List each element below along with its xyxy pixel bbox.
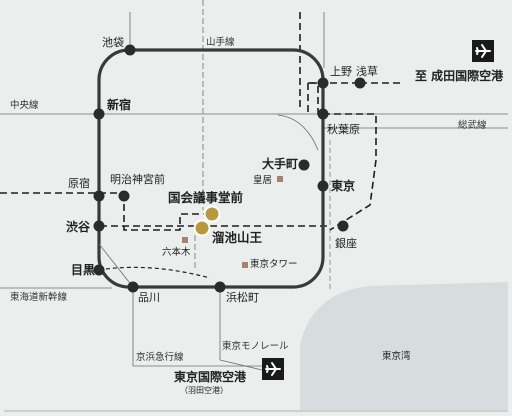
station-meguro [93, 264, 105, 276]
label-sobu-line: 総武線 [458, 120, 487, 131]
dashed-line-east [310, 82, 377, 231]
dashed-line-ueno-asakusa [307, 82, 360, 112]
label-tokaido-shinkansen: 東海道新幹線 [10, 292, 68, 303]
yamanote-loop [97, 48, 325, 289]
label-ueno: 上野 [330, 65, 352, 78]
label-tokyo-tower: 東京タワー [250, 259, 298, 270]
station-kokkai-gijidomae [203, 205, 221, 223]
label-narita-airport: 至 成田国際空港 [415, 69, 504, 83]
label-harajuku: 原宿 [68, 177, 90, 190]
label-shinjuku: 新宿 [107, 98, 132, 112]
station-otemachi [298, 159, 310, 171]
label-ginza: 銀座 [335, 237, 357, 250]
label-roppongi: 六本木 [162, 247, 191, 258]
station-ikebukuro [124, 44, 136, 56]
station-shinjuku [93, 108, 105, 120]
label-ikebukuro: 池袋 [102, 36, 124, 49]
line-curve-otemachi [277, 114, 319, 151]
station-ginza [337, 220, 349, 232]
airplane-icon [472, 40, 494, 62]
station-tameike-sanno [193, 219, 211, 237]
station-akihabara [317, 108, 329, 120]
label-monorail: 東京モノレール [222, 341, 289, 352]
line-meguro-shinagawa [98, 243, 134, 288]
station-shinagawa [127, 281, 139, 293]
label-meiji-jingumae: 明治神宮前 [110, 173, 165, 186]
dashed-line-center [123, 193, 212, 231]
label-kokyo: 皇居 [253, 175, 273, 186]
label-hamamatsucho: 浜松町 [226, 291, 259, 304]
label-akihabara: 秋葉原 [327, 123, 360, 136]
landmark-tokyo-tower-marker [242, 262, 248, 268]
label-haneda-airport: 東京国際空港 [174, 370, 247, 384]
station-shibuya [93, 220, 105, 232]
station-tokyo [317, 180, 329, 192]
tokyo-bay-water [300, 282, 508, 410]
landmark-roppongi-marker [182, 237, 188, 243]
label-meguro: 目黒 [71, 263, 96, 277]
station-meiji-jingumae [118, 190, 130, 202]
label-yamanote-line: 山手線 [206, 37, 235, 48]
label-keikyu-line: 京浜急行線 [136, 352, 184, 363]
label-tokyo-bay: 東京湾 [382, 351, 411, 362]
label-tameike-sanno: 溜池山王 [212, 230, 263, 245]
station-asakusa [354, 77, 366, 89]
dashed-line-meguro [98, 266, 211, 279]
landmark-kokyo-marker [277, 176, 283, 182]
label-shibuya: 渋谷 [66, 220, 91, 234]
airplane-icon [262, 358, 284, 380]
label-haneda-sub: （羽田空港） [180, 386, 228, 395]
label-tokyo: 東京 [331, 179, 356, 193]
station-hamamatsucho [214, 281, 226, 293]
label-kokkai-gijidomae: 国会議事堂前 [168, 190, 244, 205]
monorail-to-haneda [219, 359, 263, 371]
bottom-rule [4, 410, 508, 412]
label-otemachi: 大手町 [262, 157, 299, 171]
label-shinagawa: 品川 [138, 291, 160, 304]
label-chuo-line: 中央線 [10, 100, 39, 111]
label-asakusa: 浅草 [356, 65, 378, 78]
station-ueno [317, 77, 329, 89]
station-harajuku [93, 190, 105, 202]
